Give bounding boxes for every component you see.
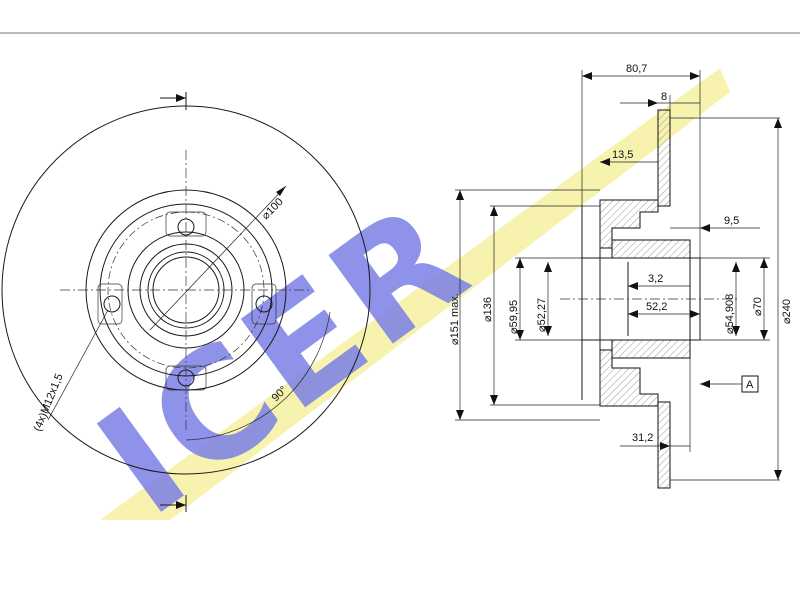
datum-box <box>741 375 759 393</box>
section-view: 80,7 8 13,5 9,5 3,2 52,2 31,2 ⌀151 max. <box>449 63 793 489</box>
dim-136-arrow-b <box>490 395 498 405</box>
dim-80-7-label: 80,7 <box>626 63 647 75</box>
bolt-boss-left <box>97 283 123 325</box>
dim-8-label: 8 <box>661 91 667 103</box>
dim-52-2-arrow-l <box>628 310 638 318</box>
dim-9-5-arrow <box>700 224 710 232</box>
datum-label: A <box>746 379 754 391</box>
dim-52-2-label: 52,2 <box>646 301 667 313</box>
dim-151-arrow-t <box>456 190 464 200</box>
hub-tube-lower <box>611 339 691 359</box>
hub-tube-upper <box>611 239 691 259</box>
dim-70-label: ⌀70 <box>752 297 764 316</box>
thread-label: (4x)M12x1,5 <box>32 372 66 433</box>
section-arrow-top <box>176 94 186 102</box>
dim-240-arrow-b <box>774 470 782 480</box>
dim-13-5-arrow <box>600 158 610 166</box>
dim-54908-arrow-t <box>732 262 740 272</box>
dia-100-label: ⌀100 <box>260 196 286 222</box>
dim-54908-arrow-b <box>732 326 740 336</box>
section-arrow-bottom <box>176 501 186 509</box>
dim-3-2-arrow <box>628 282 638 290</box>
dim-136-arrow-t <box>490 206 498 216</box>
thread-leader <box>47 309 109 421</box>
datum-arrow <box>700 380 710 388</box>
dim-70-arrow-t <box>760 258 768 268</box>
bolt-hole-right <box>255 295 273 313</box>
hub-section-upper <box>599 199 659 249</box>
dia-100-arrow <box>276 186 286 196</box>
bolt-hole-left <box>103 295 121 313</box>
dim-54908-label: ⌀54,908 <box>724 294 736 334</box>
dim-31-2-arrow <box>660 442 670 450</box>
dim-5227-arrow-b <box>544 326 552 336</box>
dim-240-label: ⌀240 <box>781 299 793 324</box>
bolt-boss-right <box>251 283 277 325</box>
logo-ribbon <box>100 68 730 520</box>
dim-5995-label: ⌀59,95 <box>508 300 520 334</box>
dim-80-7-arrow-l <box>582 72 592 80</box>
dim-52-2-arrow-r <box>690 310 700 318</box>
dim-80-7-arrow-r <box>690 72 700 80</box>
dim-8-arrow <box>648 99 658 107</box>
dim-5227-label: ⌀52,27 <box>536 298 548 332</box>
angle-arc <box>185 311 331 441</box>
dim-240-arrow-t <box>774 118 782 128</box>
dim-13-5-label: 13,5 <box>612 149 633 161</box>
dim-70-arrow-b <box>760 330 768 340</box>
dim-136-label: ⌀136 <box>482 297 494 322</box>
dim-31-2-label: 31,2 <box>632 432 653 444</box>
dim-3-2-label: 3,2 <box>648 273 663 285</box>
dim-9-5-label: 9,5 <box>724 215 739 227</box>
dim-151-arrow-b <box>456 410 464 420</box>
dim-5227-arrow-t <box>544 262 552 272</box>
dim-5995-arrow-t <box>516 258 524 268</box>
dim-151-label: ⌀151 max. <box>449 293 461 345</box>
dim-5995-arrow-b <box>516 330 524 340</box>
dia-100-leader <box>149 185 287 331</box>
disc-plate-upper <box>657 109 671 207</box>
